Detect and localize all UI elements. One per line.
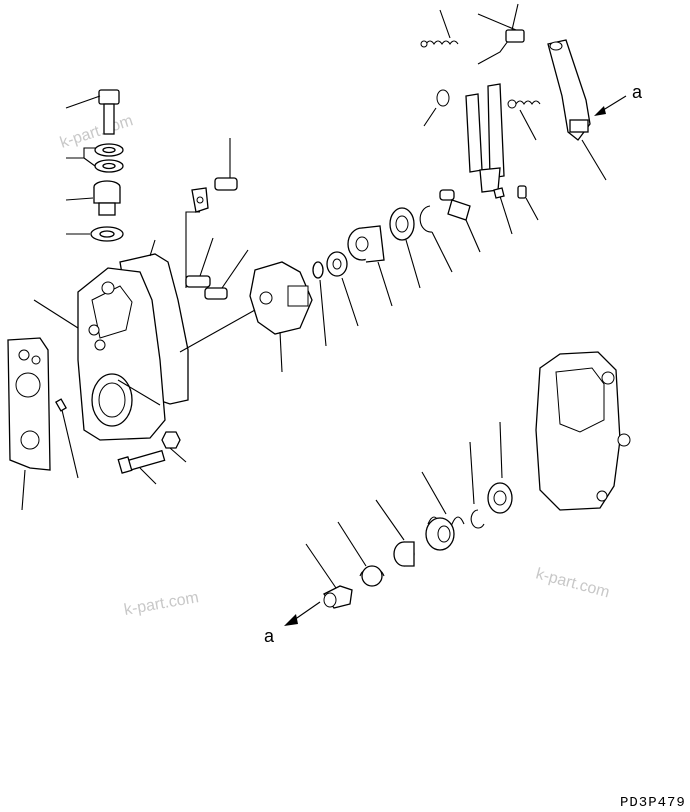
watermark-bottom-left: k-part.com <box>123 589 200 619</box>
bearing <box>389 207 421 289</box>
governor-cover <box>535 351 631 511</box>
banjo-bolt <box>65 89 120 135</box>
arrow-label-bottom: a <box>264 626 275 646</box>
stud-bolts <box>185 237 249 300</box>
small-bracket <box>185 138 238 288</box>
snap-ring-small <box>312 261 327 347</box>
washer-lower <box>66 226 124 242</box>
bolt-with-plate <box>439 189 481 253</box>
main-spring <box>421 471 465 551</box>
pin <box>55 398 79 479</box>
collar <box>326 251 359 327</box>
watermark-top-left: k-part.com <box>58 112 135 152</box>
watermark-right: k-part.com <box>534 565 611 601</box>
bolt-and-nut <box>117 431 187 485</box>
washer-upper <box>66 143 124 173</box>
plunger-collar <box>487 421 513 514</box>
front-gasket <box>7 337 51 511</box>
small-spring <box>337 521 385 587</box>
link-rod <box>493 187 513 235</box>
spring-seat <box>375 499 415 567</box>
arrow-a-bottom: a <box>264 601 321 646</box>
plunger <box>305 543 353 609</box>
lever-arm <box>423 83 505 193</box>
small-pin <box>517 185 539 221</box>
drawing-code: PD3P479 <box>620 795 686 811</box>
lever-stud <box>507 99 541 141</box>
control-lever <box>547 39 607 181</box>
governor-housing <box>33 267 166 441</box>
lever-spring <box>420 9 459 48</box>
plug-fitting <box>65 180 121 216</box>
snap-ring <box>419 205 453 273</box>
arrow-label-top: a <box>632 82 643 102</box>
flyweight-holder <box>179 261 313 373</box>
sleeve <box>347 225 393 307</box>
arrow-a-top: a <box>594 82 643 116</box>
upper-linkage-plate <box>477 3 525 65</box>
circlip <box>469 441 485 529</box>
